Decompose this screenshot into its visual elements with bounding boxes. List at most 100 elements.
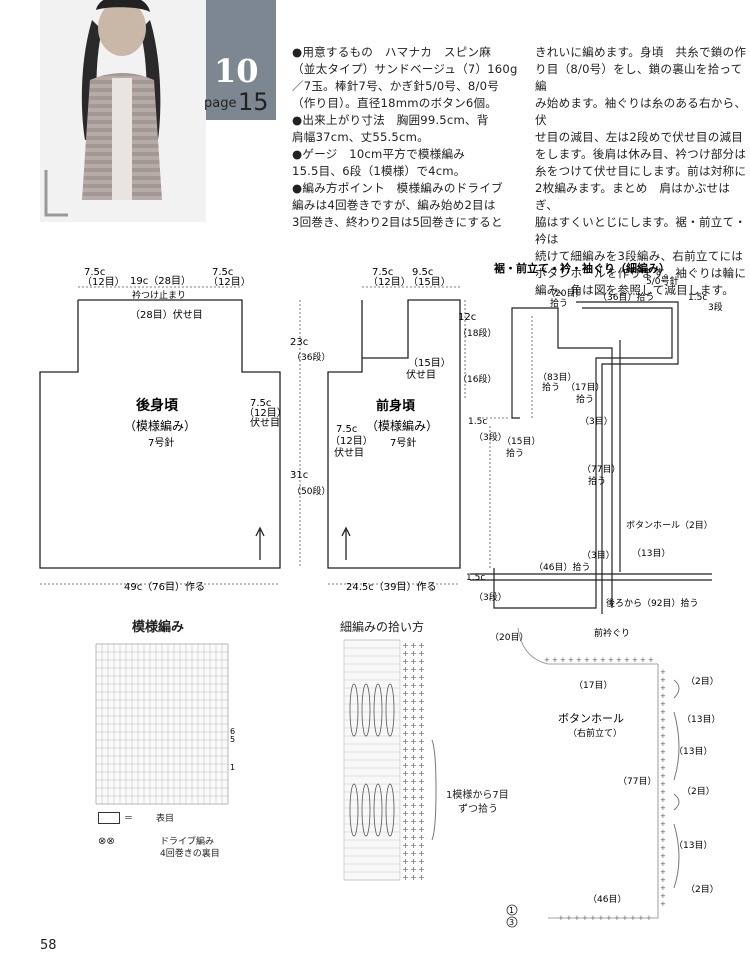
svg-text:+: + <box>418 857 425 866</box>
svg-text:+: + <box>660 828 666 836</box>
svg-text:+: + <box>660 860 666 868</box>
dim-label: （46目） <box>588 894 626 905</box>
svg-text:+: + <box>410 833 417 842</box>
dim-label: 3段 <box>708 301 723 313</box>
dim-label: 拾う <box>542 381 560 393</box>
svg-text:+: + <box>410 873 417 882</box>
dim-label: （13目） <box>682 714 720 725</box>
svg-text:+: + <box>660 796 666 804</box>
svg-text:+: + <box>410 673 417 682</box>
svg-text:+: + <box>410 825 417 834</box>
legend-drive-desc: 4回巻きの裏目 <box>160 849 220 859</box>
svg-text:+: + <box>402 657 409 666</box>
dim-label: 12c <box>458 312 476 323</box>
back-body-diagram: 7.5c （12目） 19c（28目） 7.5c （12目） 衿つけ止まり （2… <box>39 267 330 593</box>
dim-label: （2目） <box>682 786 715 797</box>
svg-text:+: + <box>410 865 417 874</box>
dim-label: （46目）拾う <box>534 561 590 573</box>
dim-label: （36目）拾う <box>598 291 654 303</box>
svg-text:+: + <box>402 641 409 650</box>
svg-text:+: + <box>402 825 409 834</box>
dim-label: 1.5c <box>468 417 487 427</box>
svg-text:+: + <box>616 656 622 664</box>
dim-label: 1.5c <box>688 293 707 303</box>
svg-text:+: + <box>410 721 417 730</box>
svg-text:+: + <box>660 844 666 852</box>
svg-text:+: + <box>402 865 409 874</box>
text-line: ボタンホールを作ります。袖ぐりは輪に <box>535 266 747 280</box>
svg-text:+: + <box>418 737 425 746</box>
buttonhole-chart: ++++++++++++++++++++++++++++++++++++++++… <box>490 627 720 928</box>
text-line: 脇はすくいとじにします。裾・前立て・衿は <box>535 215 747 246</box>
pattern-chart-title: 模様編み <box>132 620 185 635</box>
svg-text:+: + <box>402 665 409 674</box>
back-body-needle: 7号針 <box>148 436 174 449</box>
svg-text:+: + <box>418 697 425 706</box>
edging-diagram: 裾・前立て・衿・袖ぐり（細編み） 5/0号針 （20目） 拾う （36目）拾う … <box>466 261 723 614</box>
legend-drive-label: ドライブ編み <box>160 837 215 847</box>
dim-label: （12目） <box>82 276 125 288</box>
dim-label: （15目） <box>502 436 540 447</box>
collar-bind-off-label: （28目）伏せ目 <box>130 308 203 321</box>
svg-text:+: + <box>660 764 666 772</box>
svg-text:+: + <box>592 656 598 664</box>
text-line: 15.5目、6段（1模様）で4cm。 <box>292 164 466 178</box>
svg-text:+: + <box>418 873 425 882</box>
front-body-needle: 7号針 <box>390 436 416 449</box>
text-line: ●ゲージ 10cm平方で模様編み <box>292 147 466 161</box>
svg-text:+: + <box>410 657 417 666</box>
svg-text:+: + <box>402 721 409 730</box>
svg-text:+: + <box>402 649 409 658</box>
dim-label: 7.5c <box>250 398 271 409</box>
text-line: ●用意するもの ハマナカ スピン麻 <box>292 45 492 59</box>
svg-text:+: + <box>660 900 666 908</box>
svg-text:+: + <box>402 785 409 794</box>
svg-text:+: + <box>410 817 417 826</box>
svg-text:+: + <box>410 689 417 698</box>
legend-drive-symbol: ⊗⊗ <box>98 836 115 847</box>
svg-text:+: + <box>410 777 417 786</box>
dim-label: （12目） <box>244 407 287 419</box>
text-line: 肩幅37cm、丈55.5cm。 <box>292 130 429 144</box>
dim-label: 31c <box>290 470 308 481</box>
instructions-col-2: きれいに編めます。身頃 共糸で鎖の作 り目（8/0号）をし、鎖の裏山を拾って編 … <box>535 44 749 299</box>
model-photo <box>40 0 206 222</box>
text-line: せ目の減目、左は2段めで伏せ目の減目 <box>535 130 744 144</box>
svg-text:+: + <box>660 716 666 724</box>
dim-label: 23c <box>290 337 308 348</box>
svg-text:+: + <box>600 656 606 664</box>
svg-text:+: + <box>660 852 666 860</box>
edging-title: 裾・前立て・衿・袖ぐり（細編み） <box>494 261 670 275</box>
svg-text:+: + <box>418 689 425 698</box>
svg-text:+: + <box>660 732 666 740</box>
svg-text:+: + <box>660 876 666 884</box>
svg-text:+: + <box>418 745 425 754</box>
dim-label: （16段） <box>458 373 496 385</box>
pickup-chart: ++++++++++++++++++++++++++++++++++++++++… <box>343 639 437 882</box>
svg-text:+: + <box>418 713 425 722</box>
svg-text:+: + <box>418 777 425 786</box>
svg-text:+: + <box>402 705 409 714</box>
svg-text:+: + <box>402 753 409 762</box>
text-line: 3回巻き、終わり2目は5回巻きにすると <box>292 215 503 229</box>
buttonhole-label: ボタンホール（2目） <box>626 520 713 531</box>
dim-label: （17目） <box>566 382 604 393</box>
pickup-note: 1模様から7目 <box>446 790 509 801</box>
text-line: 糸をつけて伏せ目にします。前は対称に <box>535 164 747 178</box>
instructions-col-1: ●用意するもの ハマナカ スピン麻 （並太タイプ）サンドベージュ（7）160g … <box>292 44 530 231</box>
svg-text:+: + <box>402 801 409 810</box>
svg-text:+: + <box>568 656 574 664</box>
svg-text:+: + <box>660 676 666 684</box>
text-line: り目（8/0号）をし、鎖の裏山を拾って編 <box>535 62 743 93</box>
dim-label: （20目） <box>490 632 528 643</box>
svg-text:+: + <box>418 849 425 858</box>
svg-text:+: + <box>608 656 614 664</box>
dim-label: （3段） <box>474 591 507 603</box>
svg-text:+: + <box>410 713 417 722</box>
svg-text:+: + <box>418 793 425 802</box>
svg-text:+: + <box>410 809 417 818</box>
svg-text:+: + <box>402 697 409 706</box>
text-line: をします。後肩は休み目、衿つけ部分は <box>535 147 747 161</box>
svg-text:+: + <box>410 857 417 866</box>
svg-text:+: + <box>660 812 666 820</box>
